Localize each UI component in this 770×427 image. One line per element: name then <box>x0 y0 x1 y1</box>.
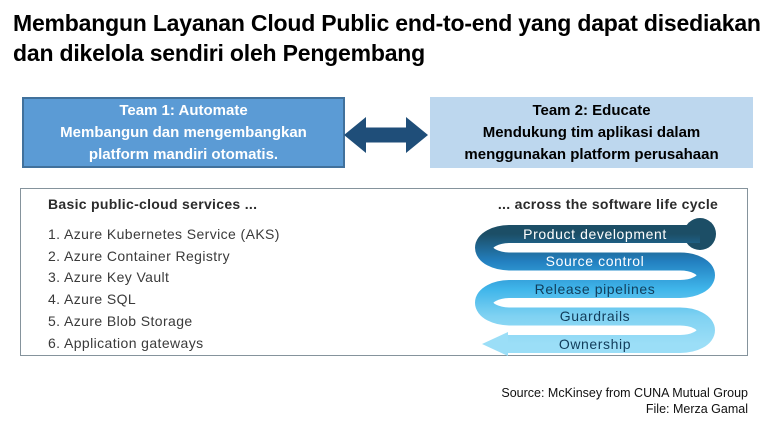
lifecycle-stage-release-pipelines: Release pipelines <box>534 281 656 297</box>
file-credit: File: Merza Gamal <box>645 402 748 416</box>
source-credit: Source: McKinsey from CUNA Mutual Group <box>501 386 748 400</box>
service-item: 6. Application gateways <box>48 334 204 351</box>
team2-description: Mendukung tim aplikasi dalam menggunakan… <box>464 123 719 163</box>
service-item: 3. Azure Key Vault <box>48 269 170 286</box>
lifecycle-stage-source-control: Source control <box>545 253 645 269</box>
footer-credits: Source: McKinsey from CUNA Mutual Group … <box>501 385 748 417</box>
lifecycle-stage-product-development: Product development <box>523 226 667 242</box>
team1-heading: Team 1: Automate <box>119 101 248 119</box>
team1-automate-box: Team 1: Automate Membangun dan mengemban… <box>22 97 345 168</box>
snake-end-arrowhead <box>482 332 508 356</box>
snake-ribbon <box>475 225 715 353</box>
team1-description: Membangun dan mengembangkan platform man… <box>60 123 307 163</box>
service-item: 2. Azure Container Registry <box>48 247 230 264</box>
lifecycle-stage-guardrails: Guardrails <box>559 308 631 324</box>
services-header: Basic public-cloud services ... <box>48 196 258 212</box>
services-lifecycle-panel <box>20 188 748 356</box>
service-item: 1. Azure Kubernetes Service (AKS) <box>48 226 280 242</box>
team2-heading: Team 2: Educate <box>532 101 651 119</box>
slide-title: Membangun Layanan Cloud Public end-to-en… <box>13 8 761 68</box>
team2-educate-box: Team 2: Educate Mendukung tim aplikasi d… <box>430 97 753 168</box>
lifecycle-header: ... across the software life cycle <box>497 196 719 212</box>
services-list: 1. Azure Kubernetes Service (AKS) 2. Azu… <box>48 224 280 354</box>
slide-title-line1: Membangun Layanan Cloud Public end-to-en… <box>13 10 761 36</box>
slide-title-line2: dan dikelola sendiri oleh Pengembang <box>13 40 425 66</box>
lifecycle-snake-diagram <box>475 218 716 356</box>
service-item: 5. Azure Blob Storage <box>48 312 193 329</box>
service-item: 4. Azure SQL <box>48 291 137 308</box>
lifecycle-stage-ownership: Ownership <box>558 336 632 352</box>
double-arrow-icon <box>344 117 428 153</box>
